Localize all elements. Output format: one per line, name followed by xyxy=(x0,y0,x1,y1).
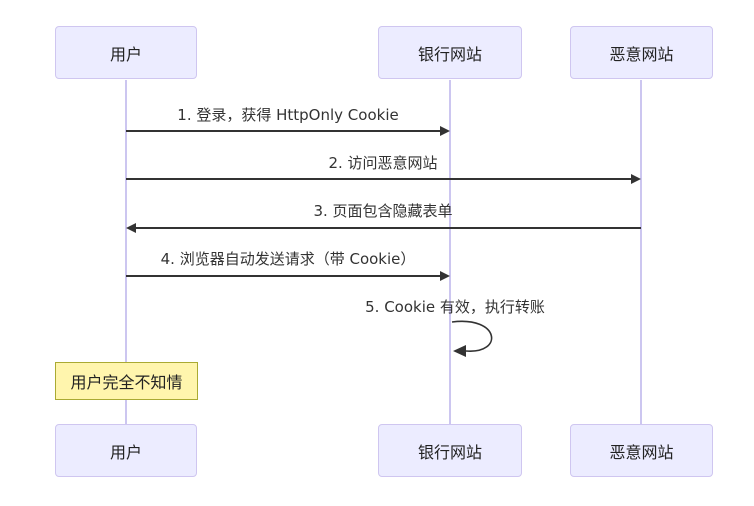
note-box: 用户完全不知情 xyxy=(55,362,198,400)
message-4-arrowhead-icon xyxy=(440,271,450,281)
message-2-label: 2. 访问恶意网站 xyxy=(328,154,438,172)
actor-bottom-user: 用户 xyxy=(55,424,197,477)
actor-label: 恶意网站 xyxy=(609,442,674,462)
actor-top-user: 用户 xyxy=(55,26,197,79)
actor-label: 银行网站 xyxy=(417,44,482,64)
message-5-self-loop-icon xyxy=(451,320,493,357)
actor-label: 恶意网站 xyxy=(609,44,674,64)
actor-bottom-evil: 恶意网站 xyxy=(570,424,713,477)
note-label: 用户完全不知情 xyxy=(70,373,183,392)
message-2-arrowhead-icon xyxy=(631,174,641,184)
lifeline-user xyxy=(125,80,127,424)
lifeline-bank xyxy=(449,80,451,424)
message-1-label: 1. 登录，获得 HttpOnly Cookie xyxy=(177,106,399,124)
actor-label: 银行网站 xyxy=(417,442,482,462)
actor-label: 用户 xyxy=(109,44,142,64)
message-2-line xyxy=(126,178,633,180)
actor-top-bank: 银行网站 xyxy=(378,26,522,79)
message-4-line xyxy=(126,275,442,277)
actor-label: 用户 xyxy=(109,442,142,462)
actor-top-evil: 恶意网站 xyxy=(570,26,713,79)
lifeline-evil xyxy=(640,80,642,424)
message-5-label: 5. Cookie 有效，执行转账 xyxy=(365,298,545,316)
message-3-arrowhead-icon xyxy=(126,223,136,233)
message-3-label: 3. 页面包含隐藏表单 xyxy=(313,202,453,220)
actor-bottom-bank: 银行网站 xyxy=(378,424,522,477)
message-4-label: 4. 浏览器自动发送请求（带 Cookie） xyxy=(160,250,416,268)
message-1-line xyxy=(126,130,442,132)
message-1-arrowhead-icon xyxy=(440,126,450,136)
message-3-line xyxy=(134,227,641,229)
